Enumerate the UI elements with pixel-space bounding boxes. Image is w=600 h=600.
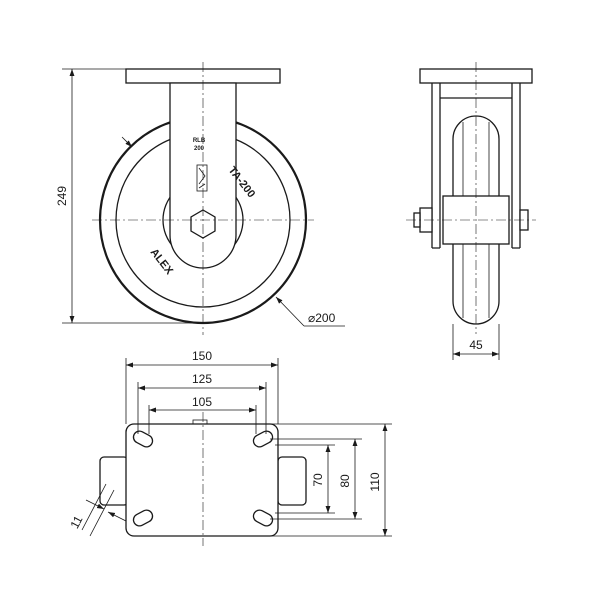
wheel-end-left — [99, 456, 129, 506]
mounting-plate-outline — [125, 423, 279, 537]
plate-notch — [192, 419, 208, 425]
slot-dim-arrow-b — [107, 511, 127, 522]
plate-length-label: 150 — [192, 349, 212, 363]
slot-top-right — [252, 430, 274, 448]
side-fork-left — [431, 83, 441, 249]
slot-dim-line-b — [89, 489, 115, 537]
brand-logo-small — [196, 164, 208, 192]
slot-dim-arrow-a — [85, 499, 105, 510]
top-view: 150 125 105 110 80 70 11 — [67, 349, 392, 546]
diameter-dimension-label: ⌀200 — [308, 311, 336, 325]
height-dimension-label: 249 — [55, 186, 69, 206]
wheel-end-right — [277, 456, 307, 506]
wheel-brand-marking: ALEX — [148, 246, 176, 277]
hole-spacing-70-label: 70 — [311, 473, 325, 487]
front-view: RLB 200 TA-200 ALEX 249 ⌀200 — [55, 62, 345, 335]
diameter-arrow-top — [121, 136, 133, 148]
outer-hole-spacing-label: 125 — [192, 372, 212, 386]
hole-spacing-80-label: 80 — [338, 474, 352, 488]
slot-top-left — [132, 430, 154, 448]
plate-width-label: 110 — [368, 472, 382, 491]
side-view: 45 — [406, 62, 536, 360]
inner-hole-spacing-label: 105 — [192, 395, 212, 409]
stamp-line1: RLB — [193, 138, 206, 144]
side-fork-right — [511, 83, 521, 249]
slot-bottom-right — [252, 509, 274, 527]
diameter-leader — [275, 296, 305, 327]
stamp-line2: 200 — [194, 146, 205, 152]
slot-dim-line-a — [81, 483, 107, 531]
slot-bottom-left — [132, 509, 154, 527]
width-dimension-label: 45 — [469, 338, 483, 352]
